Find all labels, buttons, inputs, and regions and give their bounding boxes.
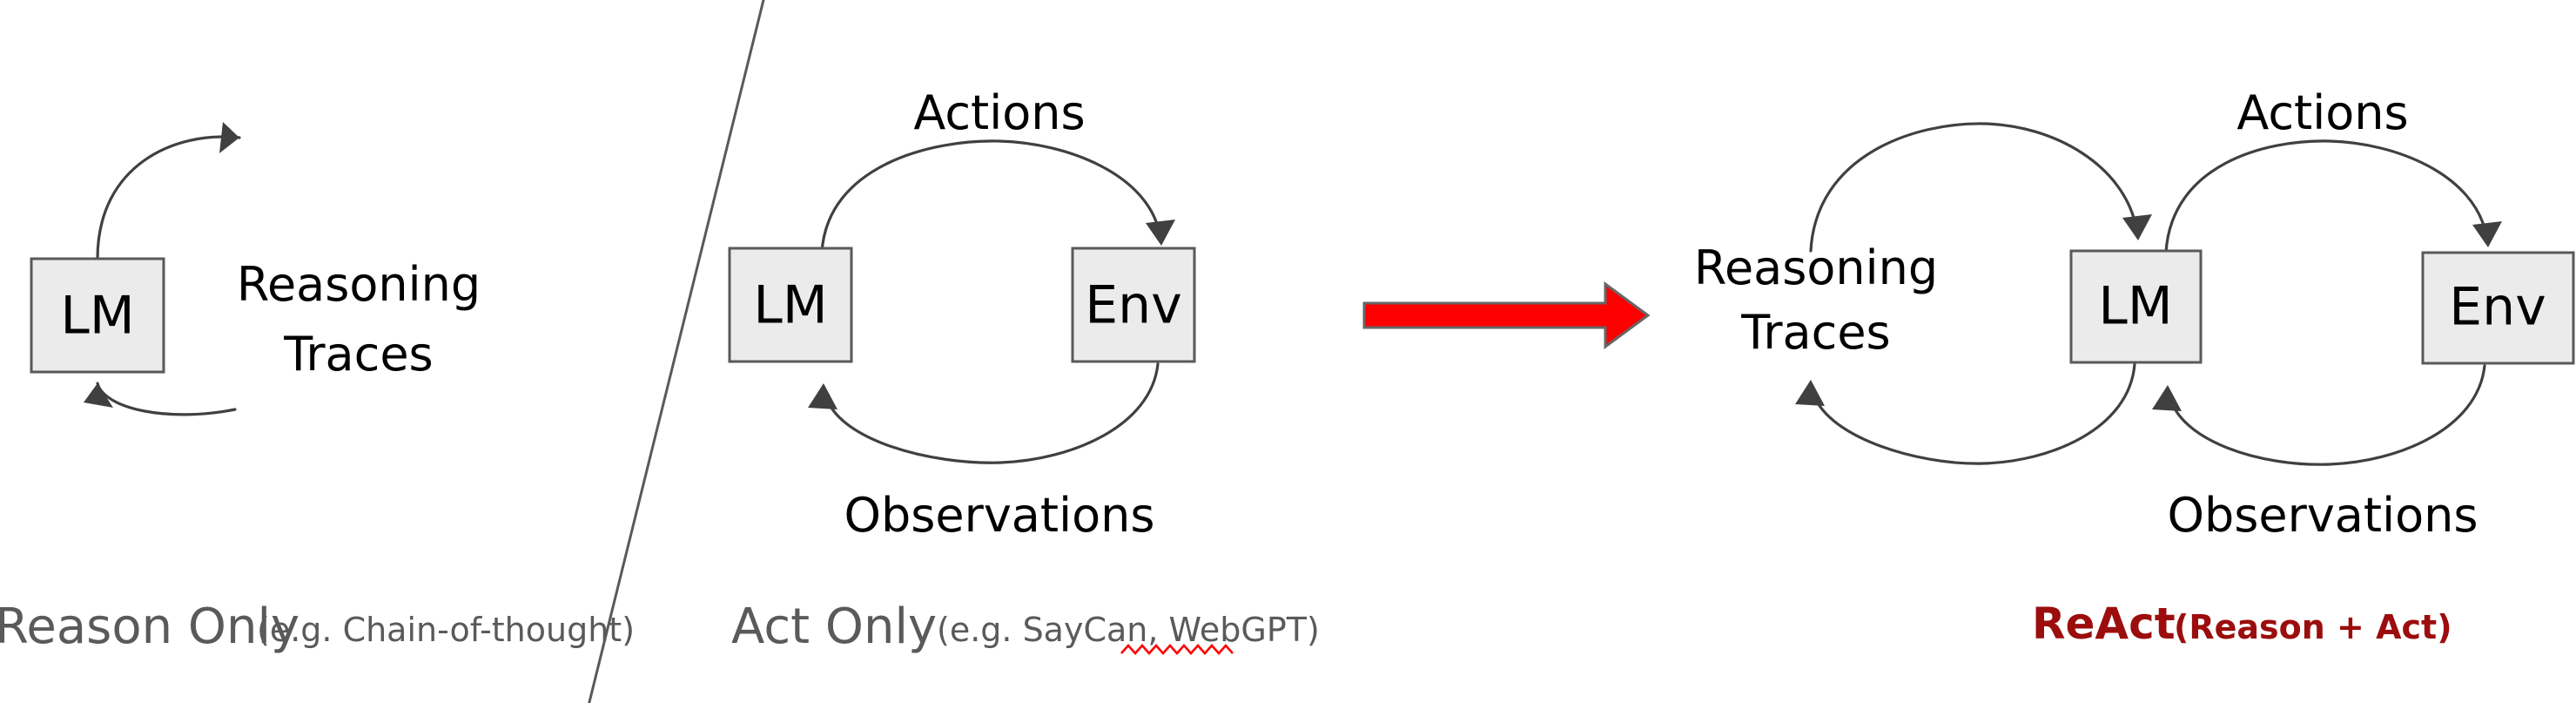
edge-label-reasoning-traces-line2: Traces xyxy=(283,327,433,382)
node-env-label-act-only: Env xyxy=(1085,275,1181,336)
node-env-label-react: Env xyxy=(2449,277,2546,338)
node-lm-label-react: LM xyxy=(2098,276,2172,337)
arrowhead-reasoning-top xyxy=(219,122,239,153)
edge-label-observations-act-only: Observations xyxy=(844,488,1155,543)
edge-observations-act-only xyxy=(824,362,1160,464)
panel-act-only: Actions LM Env Observations Act Only (e.… xyxy=(728,85,1320,655)
edge-observations-react xyxy=(2168,364,2486,466)
edge-label-observations-react: Observations xyxy=(2168,488,2478,543)
edge-label-actions-act-only: Actions xyxy=(913,85,1085,140)
edge-label-reasoning-traces-react-line1: Reasoning xyxy=(1694,240,1938,295)
node-env-box-react xyxy=(2421,251,2575,365)
node-lm-box-act-only xyxy=(728,247,853,363)
node-env-box-act-only xyxy=(1071,247,1196,363)
node-lm-label-act-only: LM xyxy=(753,275,827,336)
edge-reasoning-to-lm-bottom xyxy=(96,382,237,416)
edge-label-actions-react: Actions xyxy=(2236,85,2408,140)
edge-reasoning-bottom-react xyxy=(1811,362,2136,465)
arrowhead-observations-react xyxy=(2152,385,2182,411)
caption-act-only-sub: (e.g. SayCan, WebGPT) xyxy=(937,611,1320,649)
red-right-arrow-icon xyxy=(1362,281,1651,349)
edge-lm-to-reasoning-top xyxy=(96,135,241,260)
arrowhead-reasoning-bottom xyxy=(84,383,113,408)
arrowhead-actions-react xyxy=(2472,221,2502,247)
caption-reason-only-sub: (e.g. Chain-of-thought) xyxy=(257,611,635,649)
panel-reason-only: LM Reasoning Traces Reason Only (e.g. Ch… xyxy=(0,122,635,655)
node-lm-box-reason-only xyxy=(30,257,165,374)
transition-arrow xyxy=(1362,281,1651,349)
edge-actions-react xyxy=(2164,139,2488,254)
node-lm-label-reason-only: LM xyxy=(60,286,134,347)
panel-react: Reasoning Traces Actions LM Env Observat… xyxy=(1694,85,2575,649)
edge-reasoning-top-react xyxy=(1809,122,2138,253)
arrowhead-reasoning-top-react xyxy=(2122,214,2152,240)
arrowhead-reasoning-bottom-react xyxy=(1795,380,1825,406)
arrowhead-observations-act-only xyxy=(808,383,837,409)
arrowhead-actions-act-only xyxy=(1146,220,1175,246)
caption-act-only-main: Act Only xyxy=(731,598,937,655)
caption-reason-only-main: Reason Only xyxy=(0,598,299,655)
spellcheck-squiggle-webgpt xyxy=(1120,644,1234,655)
edge-label-reasoning-traces-react-line2: Traces xyxy=(1740,305,1890,360)
edge-label-reasoning-traces-line1: Reasoning xyxy=(237,257,481,312)
node-lm-box-react xyxy=(2069,249,2203,364)
panel-divider-line xyxy=(588,0,765,703)
caption-react-sub: (Reason + Act) xyxy=(2174,608,2452,646)
edge-actions-act-only xyxy=(820,139,1161,254)
caption-react-main: ReAct xyxy=(2032,598,2176,649)
